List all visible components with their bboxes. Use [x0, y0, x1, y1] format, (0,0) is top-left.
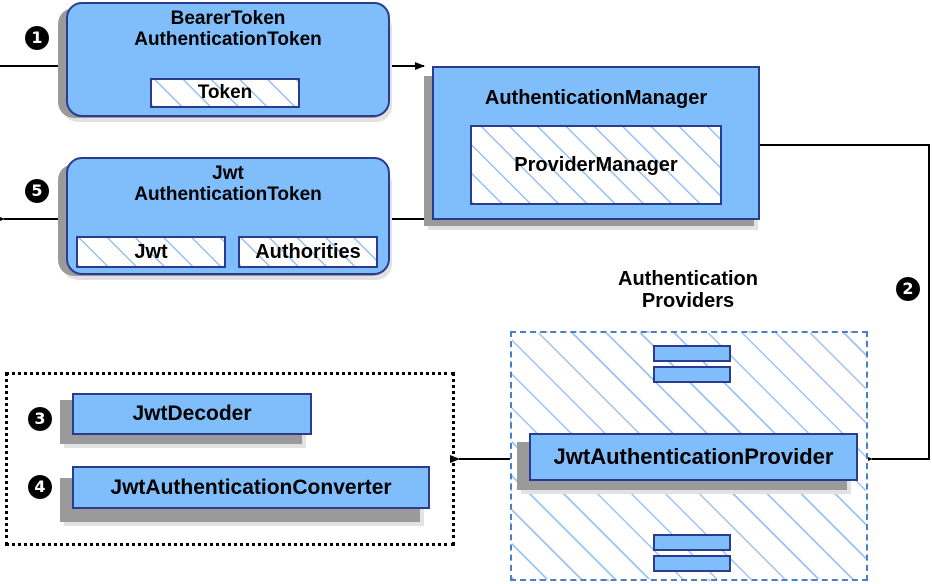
provider-stub-bottom-bar-2	[653, 555, 731, 572]
step-badge-4: 4	[28, 475, 52, 499]
node-jwt-authentication-converter[interactable]: JwtAuthenticationConverter	[72, 466, 430, 509]
jwt-token-inner-authorities: Authorities	[238, 236, 378, 268]
node-jwt-decoder[interactable]: JwtDecoder	[72, 393, 312, 435]
bearer-token-title: BearerToken AuthenticationToken	[134, 8, 322, 51]
provider-stub-top-bar-2	[653, 366, 731, 383]
authentication-manager-title: AuthenticationManager	[484, 87, 708, 109]
node-jwt-authentication-provider[interactable]: JwtAuthenticationProvider	[529, 433, 858, 481]
jwt-support-components-container	[5, 372, 455, 546]
authentication-manager-inner-provider-manager: ProviderManager	[470, 125, 722, 205]
jwt-token-title: Jwt AuthenticationToken	[134, 163, 322, 206]
provider-stub-top-bar-1	[653, 345, 731, 362]
jwt-token-inner-jwt: Jwt	[76, 236, 226, 268]
step-badge-5: 5	[25, 179, 49, 203]
provider-stub-bottom-bar-1	[653, 534, 731, 551]
authentication-providers-title: Authentication Providers	[618, 268, 758, 313]
bearer-token-inner-token: Token	[150, 78, 300, 108]
step-badge-1: 1	[25, 26, 49, 50]
step-badge-3: 3	[28, 407, 52, 431]
step-badge-2: 2	[896, 277, 920, 301]
